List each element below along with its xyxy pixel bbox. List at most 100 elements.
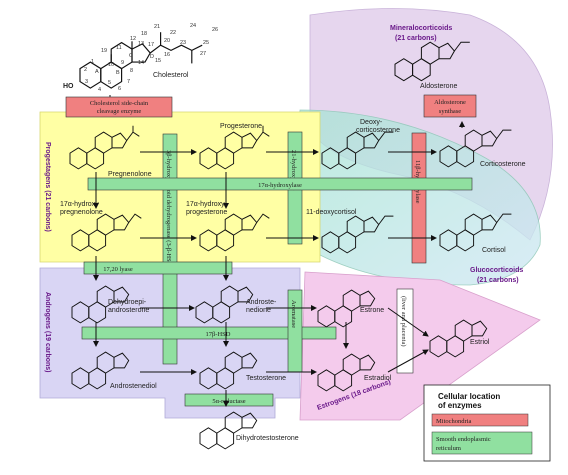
svg-text:16: 16 <box>164 52 170 58</box>
legend-mito-label: Mitochondria <box>436 418 471 425</box>
cortisol-structure <box>439 213 512 252</box>
svg-text:17α-hydroxylase: 17α-hydroxylase <box>258 182 302 189</box>
svg-text:synthase: synthase <box>439 108 462 115</box>
svg-text:3: 3 <box>85 79 88 85</box>
svg-text:24: 24 <box>190 23 196 29</box>
svg-text:5α-reductase: 5α-reductase <box>212 398 245 405</box>
glucocorticoids-carbons: (21 carbons) <box>477 277 519 284</box>
hydroxypregnenolone-label-2: pregnenolone <box>60 209 103 216</box>
svg-text:C: C <box>129 53 133 59</box>
svg-text:3β-hydroxysteroid dehydrogenas: 3β-hydroxysteroid dehydrogenase (3-β-HSD… <box>165 150 172 269</box>
estradiol-label: Estradiol <box>364 375 392 382</box>
hydroxypregnenolone-label-1: 17α-hydroxy <box>60 201 99 208</box>
liver-placenta-box: (liver and placenta) <box>396 288 414 374</box>
aldosterone-synthase-box: Aldosterone synthase <box>423 94 477 118</box>
corticosterone-structure <box>439 129 512 168</box>
hydroxyprogesterone-label-2: progesterone <box>186 209 227 216</box>
pregnenolone-structure <box>69 125 140 170</box>
hydroxyprogesterone-structure <box>199 213 270 252</box>
mineralocorticoids-label: Mineralocorticoids <box>390 25 452 32</box>
dhea-label-2: androsterone <box>108 307 149 314</box>
svg-text:4: 4 <box>98 87 101 93</box>
svg-text:10: 10 <box>108 62 114 68</box>
androstenedione-label-2: nedione <box>246 307 271 314</box>
hsd-17b-box: 17β-HSD <box>81 326 337 340</box>
estrone-label: Estrone <box>360 307 384 314</box>
legend-ser-label-2: reticulum <box>436 445 461 452</box>
lyase-1720-box: 17,20 lyase <box>83 261 233 275</box>
deoxycorticosterone-label-1: Deoxy- <box>360 119 383 126</box>
estrogen-region <box>299 271 541 421</box>
hsd-3b-box: 3β-hydroxysteroid dehydrogenase (3-β-HSD… <box>162 133 178 365</box>
cholesterol-atom-numbers: 21 22 24 26 20 23 25 18 12 17 16 27 11 1… <box>84 23 218 93</box>
svg-text:27: 27 <box>200 51 206 57</box>
cholesterol-label: Cholesterol <box>153 72 189 79</box>
svg-text:(liver and placenta): (liver and placenta) <box>400 296 407 347</box>
svg-text:cleavage enzyme: cleavage enzyme <box>97 108 142 115</box>
legend-mito-swatch <box>431 413 529 427</box>
androstenediol-label: Androstenediol <box>110 383 157 390</box>
svg-text:17β-HSD: 17β-HSD <box>206 331 231 338</box>
svg-text:7: 7 <box>127 79 130 85</box>
deoxycortisol-label: 11-deoxycortisol <box>306 209 357 216</box>
testosterone-label: Testosterone <box>246 375 286 382</box>
legend-ser-label-1: Smooth endoplasmic <box>436 436 491 443</box>
cholesterol-ho-label: HO <box>63 83 74 90</box>
androgens-label: Androgens (19 carbons) <box>44 292 51 373</box>
svg-text:D: D <box>150 54 154 60</box>
progesterone-label: Progesterone <box>220 123 262 130</box>
cortisol-label: Cortisol <box>482 247 506 254</box>
svg-text:22: 22 <box>170 30 176 36</box>
svg-text:Aromatase: Aromatase <box>290 300 297 328</box>
svg-text:9: 9 <box>121 60 124 66</box>
svg-text:18: 18 <box>141 31 147 37</box>
aromatase-box: Aromatase <box>287 289 303 373</box>
deoxycorticosterone-structure <box>321 131 394 170</box>
legend-title-2: of enzymes <box>438 401 482 410</box>
svg-text:Cholesterol side-chain: Cholesterol side-chain <box>90 100 149 107</box>
svg-text:12: 12 <box>130 36 136 42</box>
scc-enzyme-box: Cholesterol side-chain cleavage enzyme <box>65 96 173 118</box>
svg-text:19: 19 <box>101 48 107 54</box>
svg-text:15: 15 <box>155 58 161 64</box>
svg-text:Aldosterone: Aldosterone <box>434 99 466 106</box>
svg-text:17: 17 <box>148 42 154 48</box>
svg-text:2: 2 <box>84 67 87 73</box>
svg-text:25: 25 <box>203 40 209 46</box>
svg-text:1: 1 <box>91 59 94 65</box>
svg-text:11: 11 <box>116 45 122 51</box>
deoxycorticosterone-label-2: corticosterone <box>356 127 400 134</box>
svg-text:5: 5 <box>108 80 111 86</box>
hydroxyprogesterone-label-1: 17α-hydroxy <box>186 201 225 208</box>
svg-text:8: 8 <box>130 68 133 74</box>
corticosterone-label: Corticosterone <box>480 161 526 168</box>
progestagens-label: Progestagens (21 carbons) <box>44 142 51 232</box>
estriol-label: Estriol <box>470 339 490 346</box>
glucocorticoids-label: Glucocorticoids <box>470 267 523 274</box>
svg-text:B: B <box>116 70 120 76</box>
mineralocorticoids-carbons: (21 carbons) <box>395 35 437 42</box>
svg-text:23: 23 <box>180 40 186 46</box>
hydroxypregnenolone-structure <box>71 213 142 252</box>
legend-ser-swatch <box>431 431 533 455</box>
legend: Cellular location of enzymes Mitochondri… <box>423 384 551 462</box>
svg-text:20: 20 <box>164 38 170 44</box>
cholesterol-structure <box>79 32 203 89</box>
svg-text:A: A <box>95 69 99 75</box>
hydroxylase-17a-box: 17α-hydroxylase <box>87 177 473 191</box>
pathway-arrows <box>93 121 465 407</box>
svg-text:14: 14 <box>138 60 144 66</box>
aldosterone-label: Aldosterone <box>420 83 457 90</box>
legend-title-1: Cellular location <box>438 392 500 401</box>
aldosterone-structure <box>394 41 470 82</box>
pregnenolone-label: Pregnenolone <box>108 171 152 178</box>
androstenedione-label-1: Androste- <box>246 299 277 306</box>
deoxycortisol-structure <box>321 215 394 254</box>
svg-text:26: 26 <box>212 27 218 33</box>
svg-text:13: 13 <box>138 41 144 47</box>
dhea-label-1: Dehydroepi- <box>108 299 147 306</box>
svg-text:21: 21 <box>154 24 160 30</box>
progesterone-structure <box>199 125 270 170</box>
svg-text:6: 6 <box>118 86 121 92</box>
